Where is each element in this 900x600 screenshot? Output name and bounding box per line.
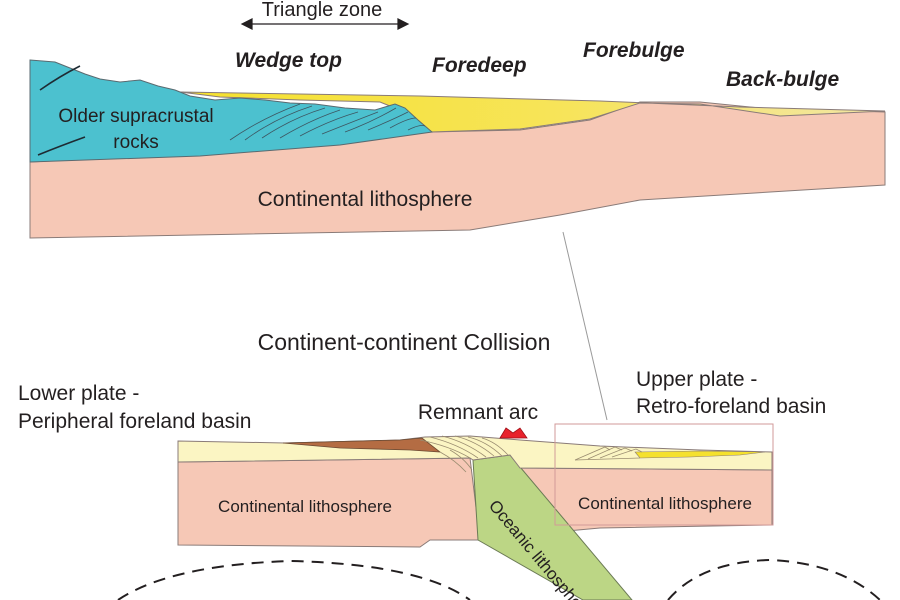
older-rocks-label-line2: rocks	[113, 132, 158, 153]
bottom-lithosphere-right-label: Continental lithosphere	[578, 494, 752, 513]
accretionary-wedge-lines	[419, 435, 509, 473]
top-cross-section	[29, 59, 886, 239]
triangle-zone-arrow	[240, 18, 410, 30]
older-rock-thrust-2	[37, 136, 86, 156]
thrust-faults	[229, 103, 426, 141]
inset-box	[554, 423, 774, 526]
remnant-arc-volcano	[499, 427, 528, 439]
back-bulge-label: Back-bulge	[726, 68, 840, 91]
top-foreland-fill	[179, 91, 886, 133]
remnant-arc-label: Remnant arc	[418, 401, 538, 424]
mantle-cell-right	[667, 558, 881, 600]
inset-connector-line	[562, 231, 608, 421]
upper-plate-label-line2: Retro-foreland basin	[636, 395, 826, 418]
top-lithosphere-label: Continental lithosphere	[258, 188, 473, 211]
lower-plate-label-line2: Peripheral foreland basin	[18, 410, 251, 433]
forebulge-label: Forebulge	[583, 39, 685, 62]
retro-thrust-lines	[574, 446, 643, 461]
triangle-zone-label: Triangle zone	[262, 0, 382, 21]
collision-title: Continent-continent Collision	[258, 329, 551, 355]
bottom-cross-section	[177, 423, 774, 600]
foredeep-label: Foredeep	[432, 54, 527, 77]
top-supracrustal-layer	[29, 59, 434, 163]
bottom-lithosphere-left-label: Continental lithosphere	[218, 497, 392, 516]
wedge-top-label: Wedge top	[235, 49, 342, 72]
mantle-cell-left	[117, 559, 471, 600]
older-rocks-label-line1: Older supracrustal	[58, 106, 213, 127]
older-rock-thrust-1	[39, 65, 81, 91]
upper-plate-label-line1: Upper plate -	[636, 368, 757, 391]
lower-plate-label-line1: Lower plate -	[18, 382, 139, 405]
